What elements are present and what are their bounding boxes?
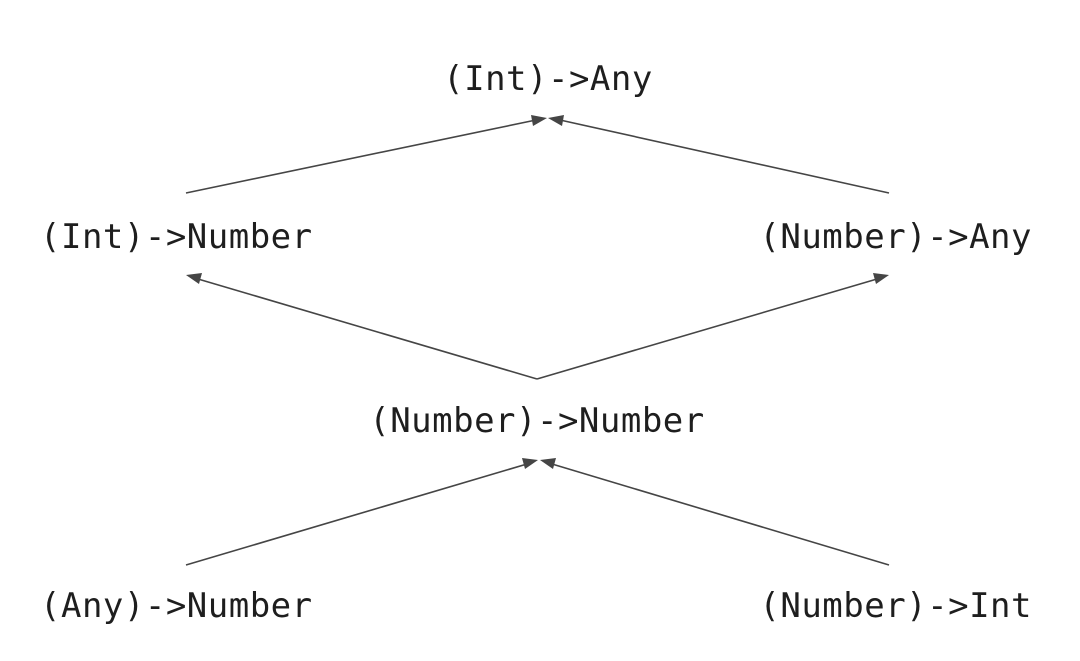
arrowhead-icon bbox=[522, 458, 538, 469]
edge-number-to-number-to-number-to-any bbox=[536, 278, 878, 380]
arrowhead-icon bbox=[540, 458, 556, 469]
arrowhead-icon bbox=[531, 115, 547, 126]
node-int-to-any: (Int)->Any bbox=[443, 59, 653, 99]
edges bbox=[185, 115, 890, 566]
arrowhead-icon bbox=[186, 273, 202, 284]
node-number-to-number: (Number)->Number bbox=[369, 401, 705, 441]
edge-number-to-any-to-int-to-any bbox=[559, 119, 890, 194]
arrowhead-icon bbox=[873, 273, 889, 284]
node-int-to-number: (Int)->Number bbox=[40, 217, 313, 257]
edge-any-to-number-to-number-to-number bbox=[185, 463, 528, 566]
node-number-to-any: (Number)->Any bbox=[759, 217, 1032, 257]
arrowhead-icon bbox=[548, 115, 564, 126]
node-number-to-int: (Number)->Int bbox=[759, 586, 1032, 626]
edge-int-to-number-to-int-to-any bbox=[185, 119, 537, 194]
nodes: (Int)->Any (Int)->Number (Number)->Any (… bbox=[40, 59, 1032, 626]
edge-number-to-number-to-int-to-number bbox=[197, 278, 538, 380]
node-any-to-number: (Any)->Number bbox=[40, 586, 313, 626]
edge-number-to-int-to-number-to-number bbox=[551, 463, 890, 566]
